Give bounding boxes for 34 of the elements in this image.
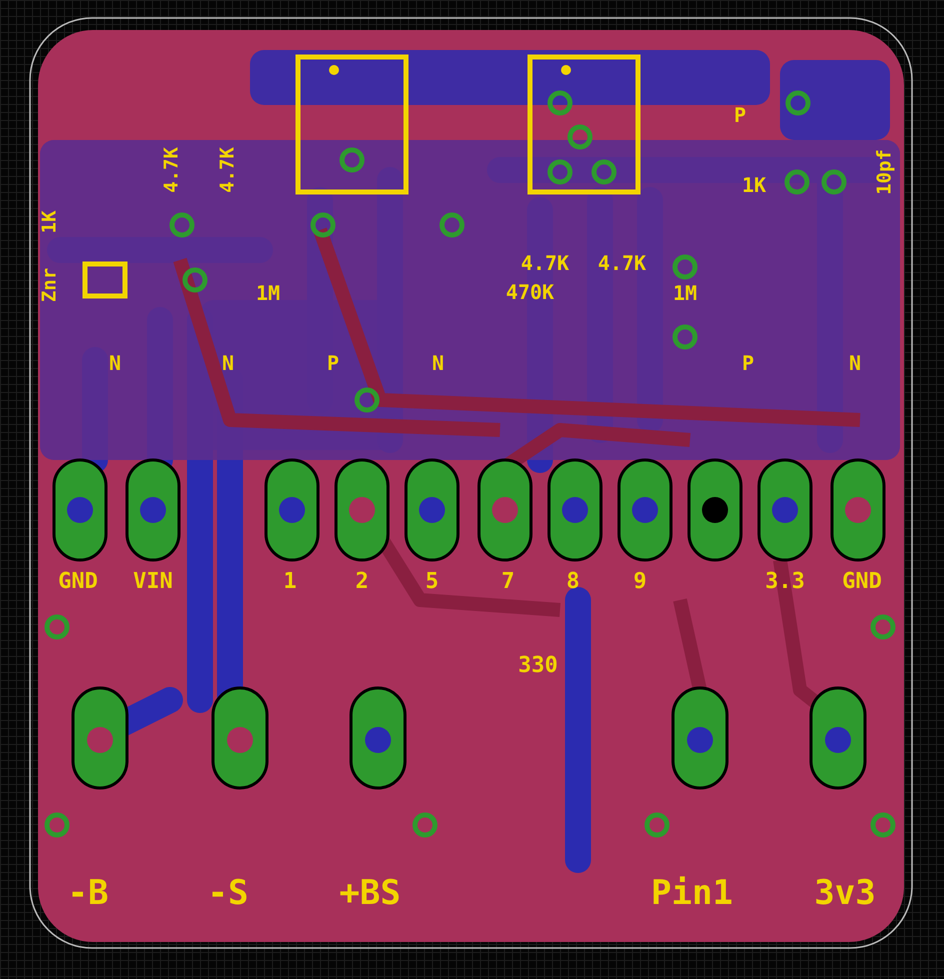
- silkscreen-label: +BS: [339, 876, 401, 910]
- silkscreen-label: P: [326, 353, 340, 373]
- silkscreen-label: 4.7K: [520, 253, 570, 273]
- vertical-silkscreen-label: 10pf: [876, 149, 894, 195]
- silkscreen-label: 330: [518, 655, 558, 677]
- silkscreen-label: 1: [283, 571, 297, 593]
- vertical-silkscreen-label: Znr: [40, 268, 60, 302]
- silkscreen-label: P: [734, 105, 746, 125]
- silkscreen-label: 470K: [506, 282, 554, 302]
- silkscreen-label: -B: [68, 876, 108, 910]
- vertical-silkscreen-label: 4.7K: [218, 147, 238, 193]
- vertical-silkscreen-label: 1K: [40, 210, 60, 234]
- silkscreen-label: 3.3: [765, 571, 805, 593]
- silkscreen-label: VIN: [133, 571, 173, 593]
- silkscreen-label: 9: [633, 571, 647, 593]
- silkscreen-label: 2: [355, 571, 369, 593]
- silkscreen-label: -S: [208, 876, 248, 910]
- silkscreen-label: 8: [566, 571, 580, 593]
- silkscreen-label: GND: [842, 571, 882, 593]
- silkscreen-label: 1M: [672, 283, 698, 303]
- silkscreen-label: GND: [58, 571, 98, 593]
- silkscreen-label: N: [222, 353, 234, 373]
- silkscreen-label: 7: [501, 571, 515, 593]
- silkscreen-label: 1M: [256, 283, 280, 303]
- silkscreen-label: 5: [425, 571, 439, 593]
- silkscreen-label: N: [848, 353, 862, 373]
- silkscreen-label: 3v3: [814, 876, 876, 910]
- silkscreen-label: N: [432, 353, 444, 373]
- silkscreen-label: Pin1: [651, 876, 733, 910]
- silkscreen-label: 1K: [742, 175, 766, 195]
- silkscreen-label: 4.7K: [598, 253, 646, 273]
- silkscreen-label: P: [742, 353, 754, 373]
- vertical-silkscreen-label: 4.7K: [162, 147, 182, 193]
- silkscreen-label: N: [108, 353, 122, 373]
